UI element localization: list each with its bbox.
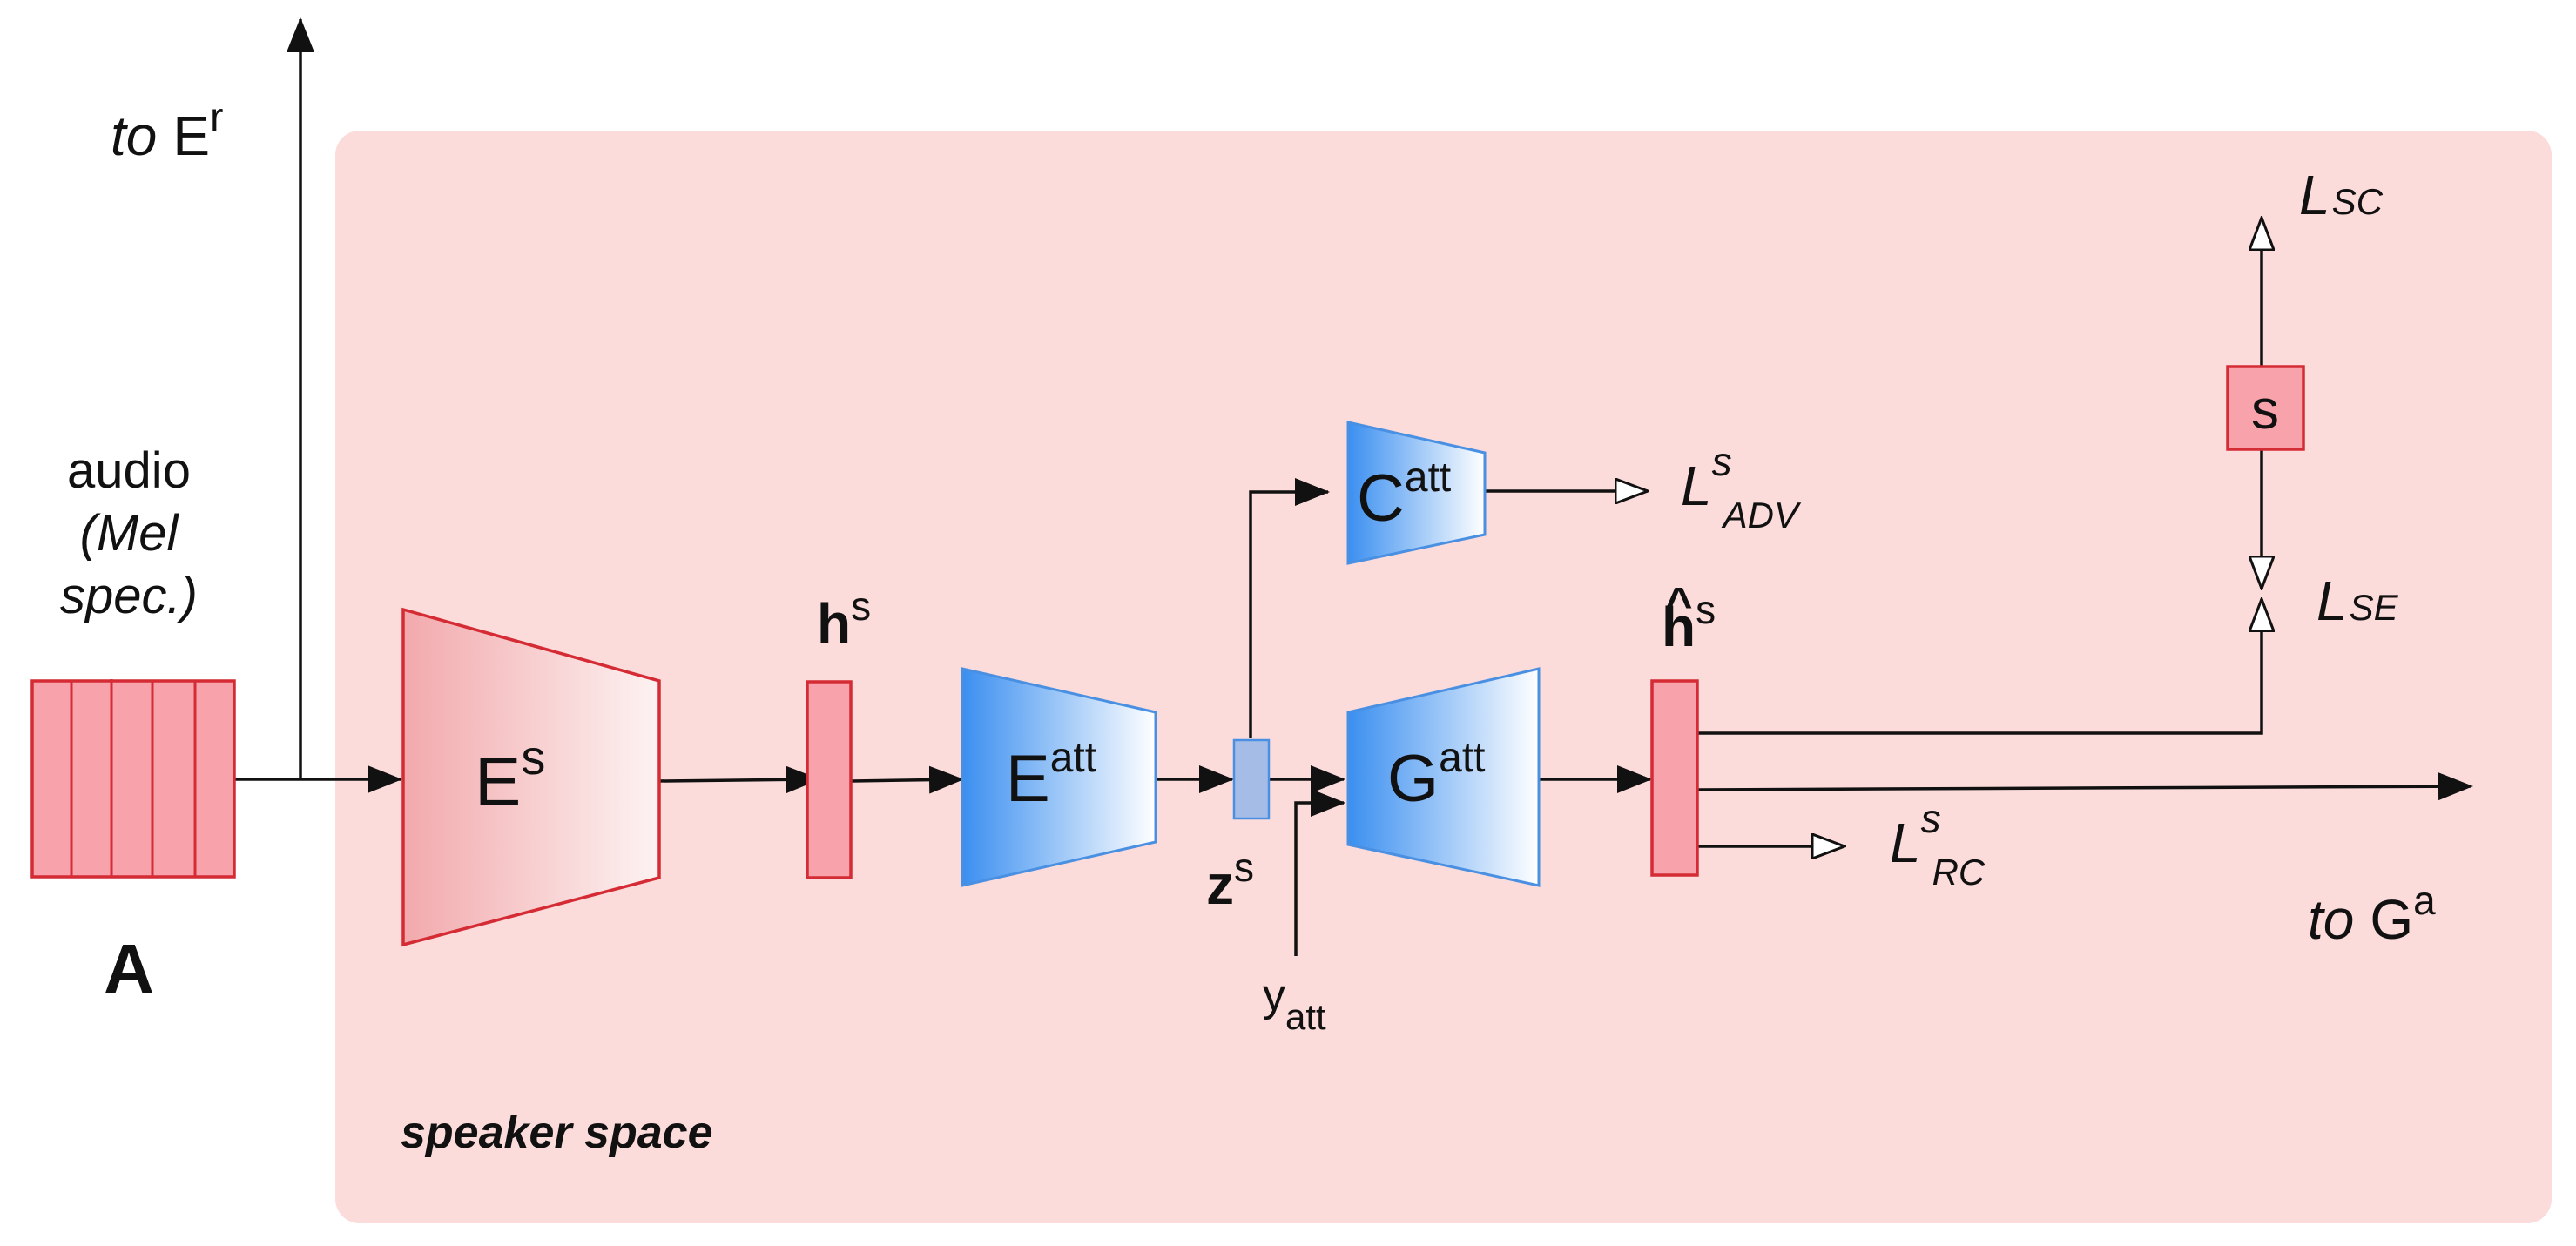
attribute-encoder-eatt — [961, 667, 1157, 887]
arrow-zs-to-catt — [1249, 478, 1330, 738]
catt-label: Catt — [1357, 455, 1451, 535]
zs-label: zs — [1206, 845, 1254, 916]
es-label: Es — [475, 730, 545, 820]
s-box-label: s — [2251, 378, 2279, 441]
attribute-generator-gatt — [1346, 667, 1541, 887]
arrow-es-to-hs — [658, 765, 820, 794]
eatt-label: Eatt — [1006, 735, 1096, 816]
speaker-space-region — [335, 131, 2552, 1223]
loss-se-label: LSE — [2316, 569, 2399, 632]
spec-caption: spec.) — [60, 568, 198, 624]
arrow-yatt-to-gatt — [1294, 789, 1345, 956]
hs-vector — [806, 680, 853, 879]
yatt-label: yatt — [1263, 970, 1326, 1037]
speaker-encoder-es — [401, 607, 661, 947]
audio-caption: audio — [67, 442, 191, 499]
arrow-hhat-to-ga — [1697, 772, 2473, 801]
hhat-s-label: hs — [1662, 587, 1716, 658]
hs-label: hs — [817, 583, 871, 655]
hhat-s-vector — [1650, 679, 1699, 877]
mel-caption: (Mel — [80, 505, 180, 562]
attribute-classifier-catt — [1346, 421, 1487, 565]
speaker-space-label: speaker space — [401, 1108, 713, 1158]
arrow-hs-to-eatt — [851, 765, 964, 794]
mel-spectrogram-input — [30, 679, 236, 879]
hhat-s-hat: ^ — [1665, 578, 1693, 630]
gatt-label: Gatt — [1387, 735, 1486, 816]
zs-latent — [1232, 738, 1271, 820]
arrow-hhat-to-lse — [1698, 599, 2262, 735]
loss-sc-label: LSC — [2299, 164, 2384, 226]
input-a-label: A — [104, 930, 154, 1007]
speaker-s-box — [2226, 365, 2305, 451]
